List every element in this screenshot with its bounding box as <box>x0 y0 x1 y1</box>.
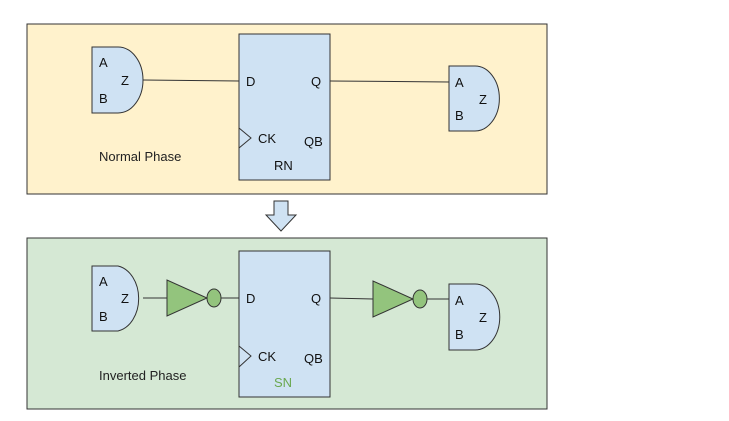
and-gate-shape <box>448 65 500 132</box>
flipflop-qb-pin: QB <box>304 134 323 149</box>
normal-phase-panel: A B Z D Q CK QB RN A B Z Normal Phase <box>26 23 548 195</box>
inverter-right <box>372 280 428 318</box>
flipflop-set-label: SN <box>274 375 292 390</box>
flipflop-body <box>238 33 331 181</box>
flipflop-d-pin: D <box>246 291 255 306</box>
gate-output-z: Z <box>479 92 487 107</box>
wire-z-to-d <box>142 79 240 82</box>
down-arrow-icon <box>264 200 298 232</box>
inverted-left-and-gate: A B Z <box>91 265 140 332</box>
gate-input-b: B <box>455 327 464 342</box>
flipflop-q-pin: Q <box>311 74 321 89</box>
wire-q-to-inverter <box>329 297 374 300</box>
flipflop-ck-pin: CK <box>258 349 276 364</box>
inverted-right-and-gate: A B Z <box>448 283 501 351</box>
gate-input-a: A <box>455 75 464 90</box>
gate-input-a: A <box>455 293 464 308</box>
and-gate-shape <box>448 283 501 351</box>
inverted-phase-label: Inverted Phase <box>99 368 186 383</box>
inverter-bubble-icon <box>206 288 222 308</box>
gate-output-z: Z <box>121 291 129 306</box>
gate-input-a: A <box>99 274 108 289</box>
flipflop-d-pin: D <box>246 74 255 89</box>
inverter-bubble-icon <box>412 289 428 309</box>
inverter-triangle-icon <box>372 280 415 318</box>
flipflop-qb-pin: QB <box>304 351 323 366</box>
gate-input-a: A <box>99 55 108 70</box>
clock-triangle-icon <box>238 345 252 368</box>
flipflop-ck-pin: CK <box>258 131 276 146</box>
gate-output-z: Z <box>121 73 129 88</box>
gate-input-b: B <box>99 91 108 106</box>
inverter-left <box>166 279 222 317</box>
wire-q-to-a <box>329 80 450 83</box>
inverted-phase-panel: A B Z D Q CK QB SN A B <box>26 237 548 410</box>
and-gate-shape <box>91 46 144 114</box>
flipflop-q-pin: Q <box>311 291 321 306</box>
normal-right-and-gate: A B Z <box>448 65 500 132</box>
flipflop-body <box>238 250 331 398</box>
inverter-triangle-icon <box>166 279 209 317</box>
gate-output-z: Z <box>479 310 487 325</box>
normal-phase-label: Normal Phase <box>99 149 181 164</box>
gate-input-b: B <box>99 309 108 324</box>
normal-flipflop: D Q CK QB RN <box>238 33 331 181</box>
normal-left-and-gate: A B Z <box>91 46 144 114</box>
inverted-flipflop: D Q CK QB SN <box>238 250 331 398</box>
flipflop-reset-label: RN <box>274 158 293 173</box>
clock-triangle-icon <box>238 127 252 149</box>
gate-input-b: B <box>455 108 464 123</box>
and-gate-shape <box>91 265 140 332</box>
